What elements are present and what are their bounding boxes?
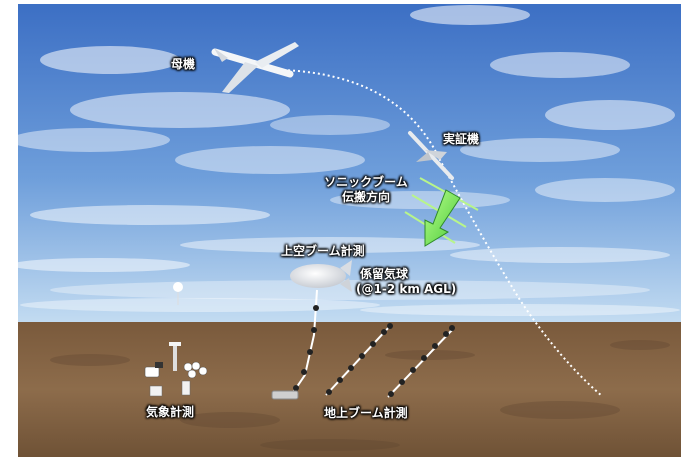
label-sonic-boom-line1: ソニックブーム <box>324 175 408 189</box>
label-sonic-boom-line2: 伝搬方向 <box>341 190 390 204</box>
label-balloon-line2: (@1-2 km AGL) <box>356 282 457 296</box>
tether-line <box>291 289 318 395</box>
ground-array-1 <box>325 325 391 396</box>
flight-path <box>282 69 603 397</box>
ground-array-2-mics <box>388 325 455 397</box>
winch-base-icon <box>271 390 299 400</box>
label-weather-measurement: 気象計測 <box>146 405 195 419</box>
label-balloon-line1: 係留気球 <box>360 267 409 281</box>
label-ground-boom-measurement: 地上ブーム計測 <box>324 406 408 420</box>
ground-array-2 <box>387 329 453 398</box>
mother-aircraft-icon <box>211 42 299 93</box>
tether-mic-icons <box>293 305 319 391</box>
label-sonic-boom-propagation: ソニックブーム 伝搬方向 <box>310 175 422 205</box>
label-mother-aircraft: 母機 <box>171 57 196 71</box>
demo-aircraft-icon <box>408 131 454 180</box>
label-upper-boom-measurement: 上空ブーム計測 <box>281 244 365 258</box>
label-tethered-balloon: 係留気球 (@1-2 km AGL) <box>356 267 474 297</box>
weather-balloon-icon <box>173 282 183 305</box>
propagation-arrow-icon <box>424 189 461 247</box>
ground <box>18 322 682 457</box>
tethered-balloon-icon <box>290 260 352 292</box>
weather-station-icons <box>144 342 208 397</box>
ground-array-1-mics <box>326 323 393 395</box>
ground-texture <box>50 340 670 451</box>
label-demo-aircraft: 実証機 <box>443 132 480 146</box>
